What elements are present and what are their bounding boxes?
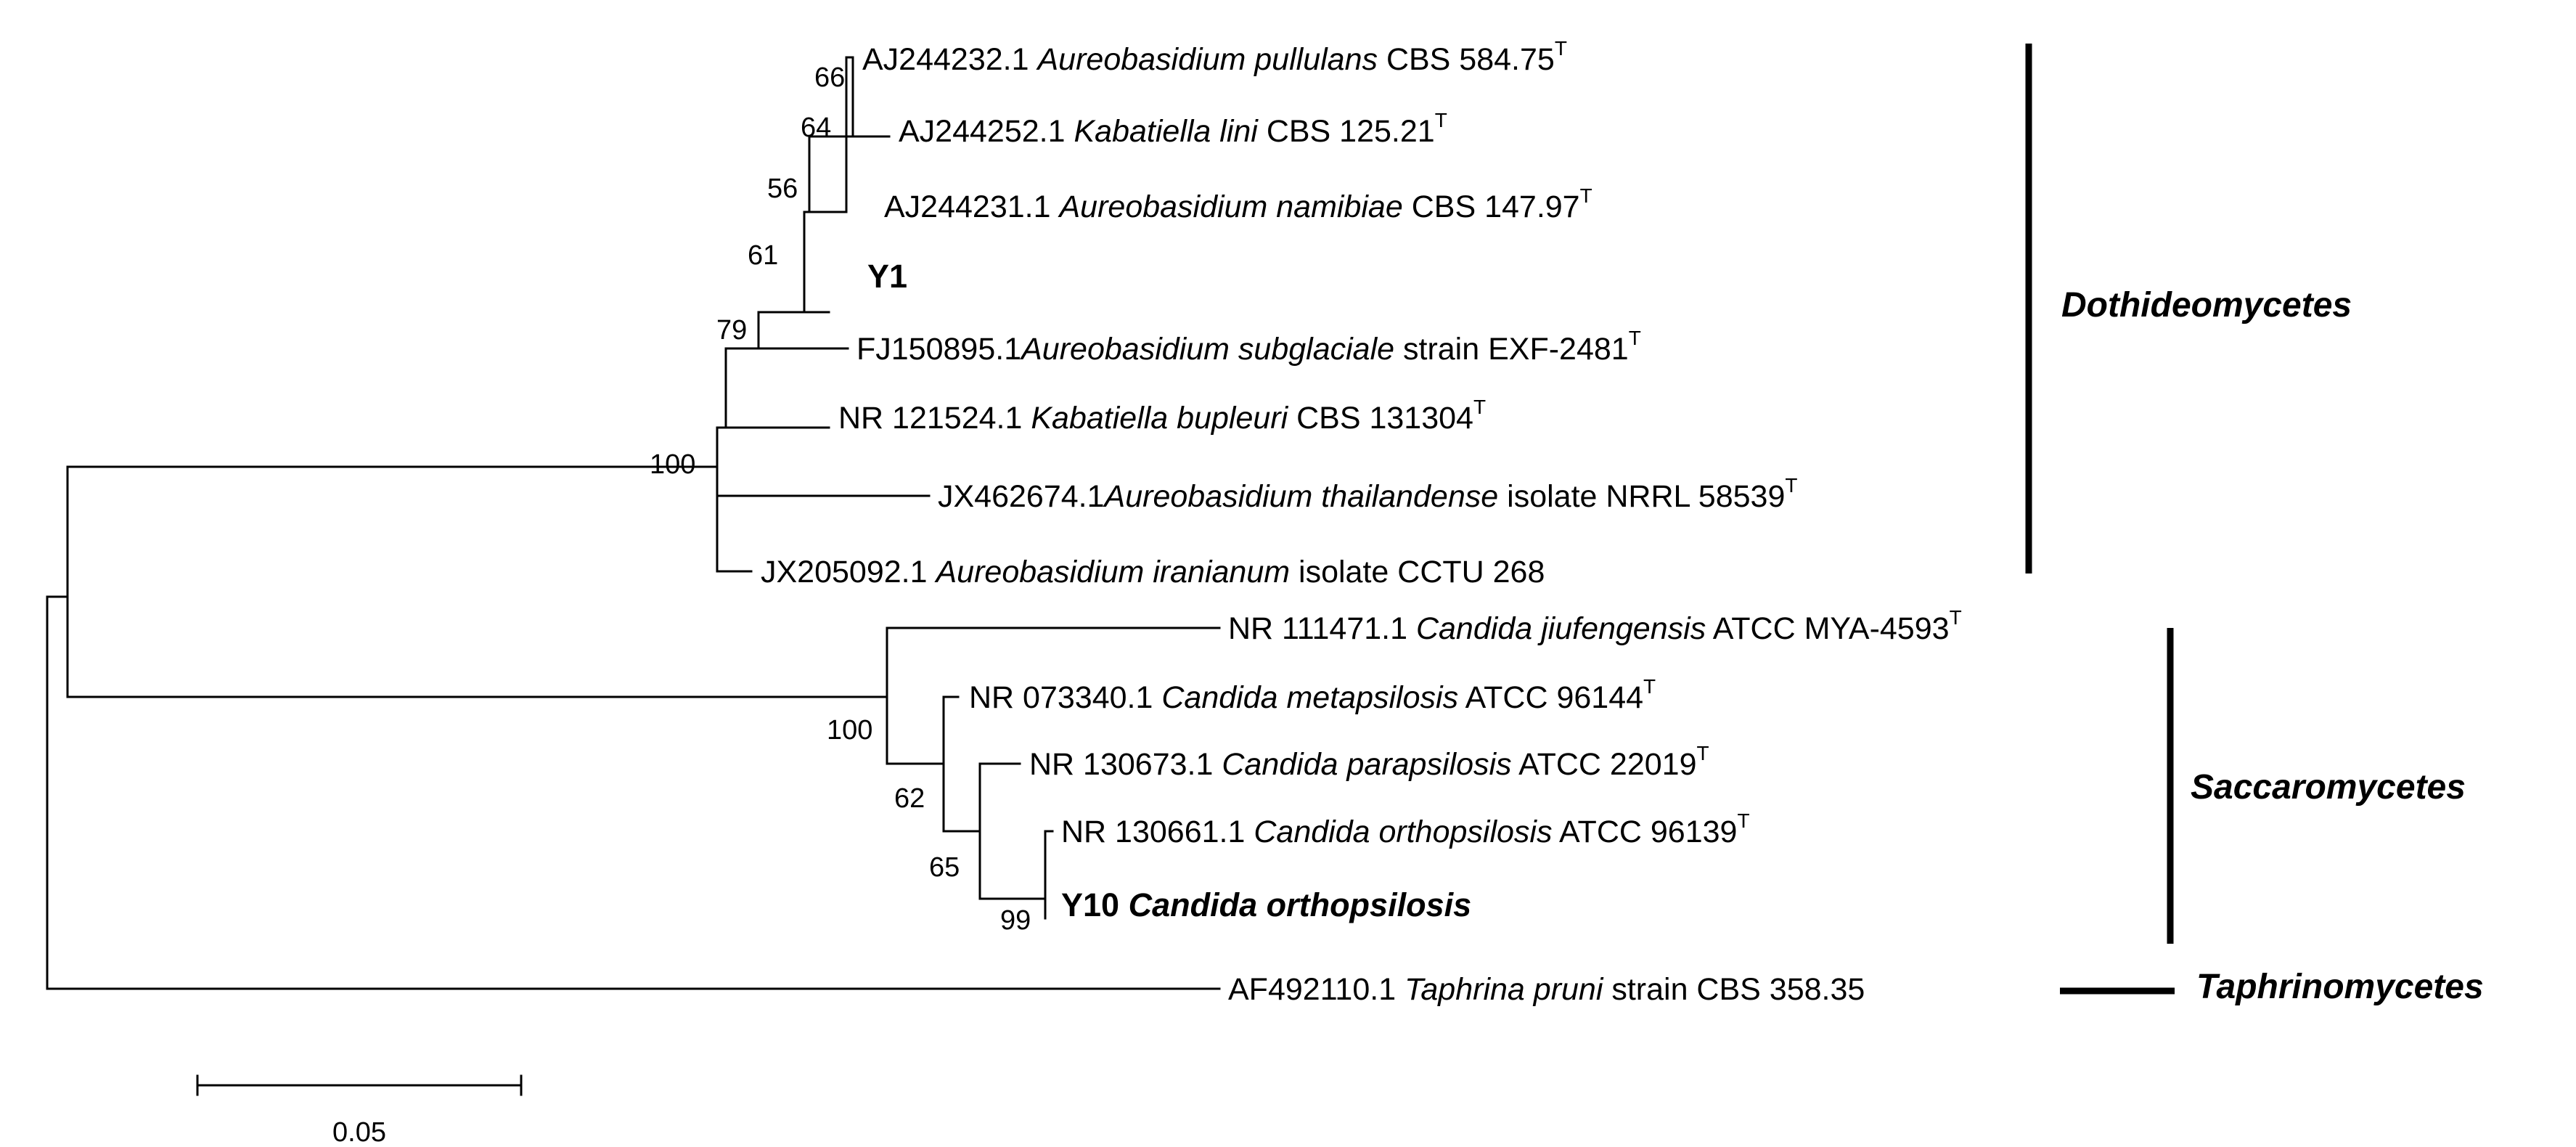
clade-label-saccaromycetes: Saccaromycetes [2191, 768, 2466, 807]
clade-annotations: Dothideomycetes Saccaromycetes Taphrinom… [2025, 44, 2484, 1006]
leaf-fj150895: FJ150895.1Aureobasidium subglaciale stra… [856, 327, 1641, 367]
clade-label-taphrinomycetes: Taphrinomycetes [2196, 968, 2484, 1006]
bootstrap-66: 66 [814, 62, 845, 93]
leaf-aj244231: AJ244231.1 Aureobasidium namibiae CBS 14… [884, 184, 1592, 224]
leaf-y10: Y10 Candida orthopsilosis [1061, 886, 1471, 923]
root-branch [46, 465, 1221, 990]
leaf-labels: AJ244232.1 Aureobasidium pullulans CBS 5… [761, 37, 1962, 1007]
leaf-nr111471: NR 111471.1 Candida jiufengensis ATCC MY… [1228, 606, 1962, 646]
scale-bar-label: 0.05 [332, 1117, 386, 1147]
bootstrap-values: 66 64 56 61 79 100 100 62 65 99 [650, 62, 1031, 936]
bootstrap-62: 62 [894, 783, 925, 814]
clade-label-dothideomycetes: Dothideomycetes [2061, 286, 2352, 324]
scale-bar-line [196, 1074, 523, 1096]
bootstrap-99: 99 [1000, 905, 1031, 936]
bootstrap-64: 64 [801, 113, 831, 143]
bootstrap-61: 61 [748, 240, 778, 271]
bootstrap-100-candida: 100 [827, 715, 872, 746]
leaf-jx462674: JX462674.1Aureobasidium thailandense iso… [938, 474, 1798, 514]
tree-branches [46, 56, 1221, 990]
scale-bar: 0.05 [196, 1074, 523, 1147]
leaf-nr073340: NR 073340.1 Candida metapsilosis ATCC 96… [969, 675, 1656, 715]
bootstrap-65: 65 [929, 852, 960, 883]
leaf-nr130673: NR 130673.1 Candida parapsilosis ATCC 22… [1029, 742, 1709, 782]
leaf-nr130661: NR 130661.1 Candida orthopsilosis ATCC 9… [1061, 809, 1750, 849]
dothideomycetes-branches [66, 56, 931, 573]
bootstrap-100-dothideo: 100 [650, 449, 695, 480]
leaf-af492110: AF492110.1 Taphrina pruni strain CBS 358… [1228, 972, 1865, 1007]
leaf-jx205092: JX205092.1 Aureobasidium iranianum isola… [761, 555, 1545, 589]
leaf-y1: Y1 [867, 258, 907, 295]
bootstrap-79: 79 [716, 315, 747, 346]
bootstrap-56: 56 [767, 174, 798, 204]
saccharomycetes-branches [66, 626, 1221, 920]
leaf-aj244252: AJ244252.1 Kabatiella lini CBS 125.21T [899, 109, 1447, 149]
leaf-aj244232: AJ244232.1 Aureobasidium pullulans CBS 5… [862, 37, 1567, 77]
leaf-nr121524: NR 121524.1 Kabatiella bupleuri CBS 1313… [838, 396, 1486, 436]
